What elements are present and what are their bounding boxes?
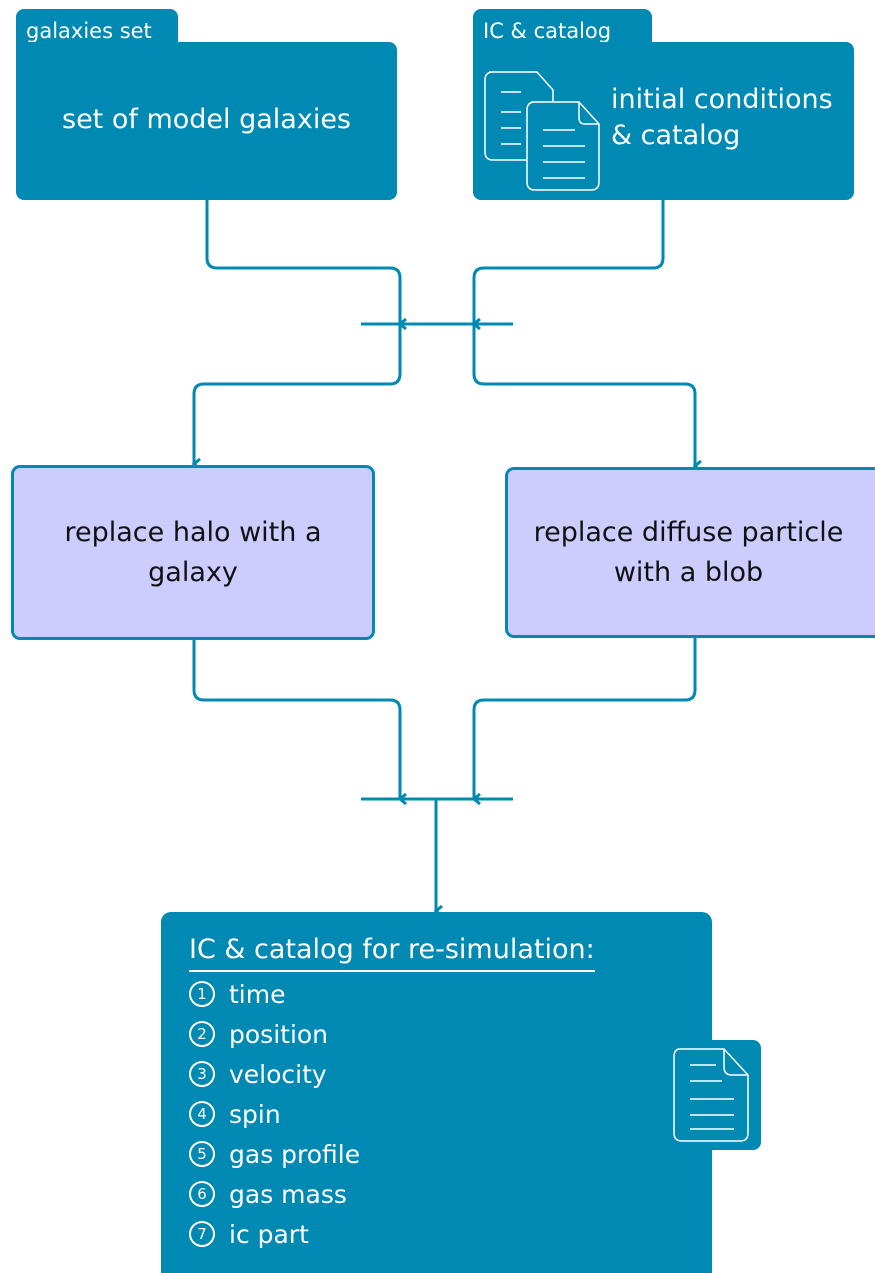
number-7-icon: 7 xyxy=(189,1221,215,1247)
replace-diffuse-line2: with a blob xyxy=(613,556,764,588)
connector-halo-to-merge xyxy=(192,640,400,799)
resim-item-gas-mass: 6 gas mass xyxy=(189,1176,347,1212)
replace-diffuse-box: replace diffuse particle with a blob xyxy=(505,467,875,638)
resim-item-label: position xyxy=(229,1019,329,1049)
resim-box: IC & catalog for re-simulation: 1 time 2… xyxy=(161,912,712,1273)
ic-catalog-tab-label: IC & catalog xyxy=(483,19,612,43)
connector-join-to-diffuse xyxy=(472,324,695,466)
galaxies-set-tab-label: galaxies set xyxy=(26,19,152,43)
resim-item-velocity: 3 velocity xyxy=(189,1056,327,1092)
document-pair-icon xyxy=(484,71,600,191)
galaxies-set-text: set of model galaxies xyxy=(62,104,351,135)
number-1-icon: 1 xyxy=(189,981,215,1007)
replace-halo-line2: galaxy xyxy=(148,556,238,588)
resim-item-label: velocity xyxy=(229,1059,327,1089)
resim-item-gas-profile: 5 gas profile xyxy=(189,1136,360,1172)
replace-diffuse-line1: replace diffuse particle xyxy=(533,516,844,548)
number-2-icon: 2 xyxy=(189,1021,215,1047)
resim-item-spin: 4 spin xyxy=(189,1096,281,1132)
galaxies-set-box: set of model galaxies xyxy=(16,42,397,200)
ic-catalog-box: initial conditions & catalog xyxy=(473,42,854,200)
connector-galaxies-to-join xyxy=(205,199,400,324)
resim-item-label: time xyxy=(229,979,286,1009)
resim-item-label: gas profile xyxy=(229,1139,361,1169)
resim-title: IC & catalog for re-simulation: xyxy=(189,932,595,972)
replace-halo-box: replace halo with a galaxy xyxy=(11,465,375,640)
resim-item-time: 1 time xyxy=(189,976,285,1012)
resim-item-label: ic part xyxy=(229,1219,309,1249)
number-5-icon: 5 xyxy=(189,1141,215,1167)
number-6-icon: 6 xyxy=(189,1181,215,1207)
number-4-icon: 4 xyxy=(189,1101,215,1127)
connector-diffuse-to-merge xyxy=(474,638,697,799)
ic-catalog-text-line1: initial conditions xyxy=(611,84,833,115)
resim-item-label: gas mass xyxy=(229,1179,347,1209)
connector-join-to-halo xyxy=(194,324,402,464)
document-icon xyxy=(673,1048,749,1142)
ic-catalog-text: initial conditions & catalog xyxy=(611,82,833,154)
resim-item-position: 2 position xyxy=(189,1016,328,1052)
connector-catalog-to-join xyxy=(474,199,665,324)
ic-catalog-text-line2: & catalog xyxy=(611,120,741,151)
resim-item-label: spin xyxy=(229,1099,281,1129)
number-3-icon: 3 xyxy=(189,1061,215,1087)
resim-item-ic-part: 7 ic part xyxy=(189,1216,309,1252)
replace-halo-line1: replace halo with a xyxy=(64,516,322,548)
